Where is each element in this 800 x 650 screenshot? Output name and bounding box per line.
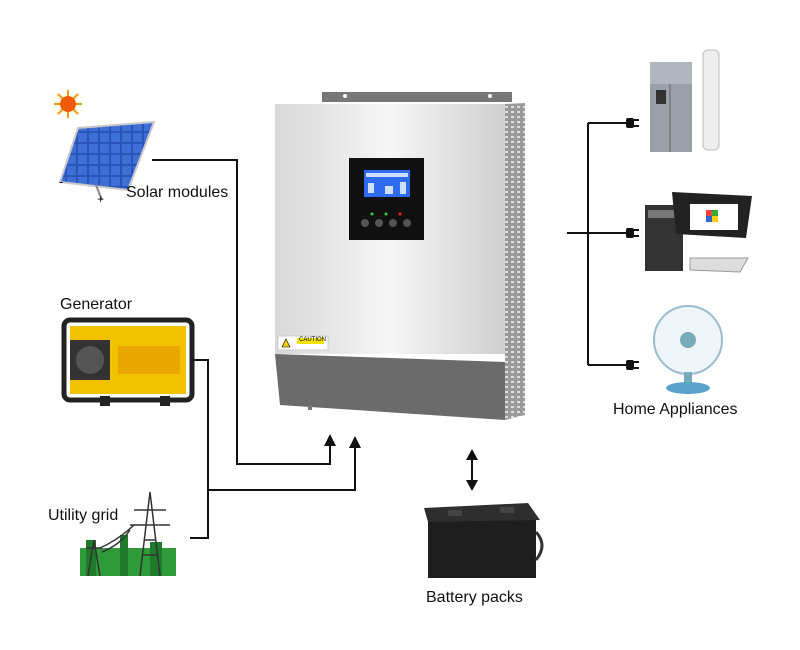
generator-grid-line	[190, 359, 209, 539]
tower-fan-icon	[702, 49, 720, 151]
battery-arrow-up	[466, 449, 478, 460]
caution-label: CAUTION	[299, 337, 326, 343]
plug-icon	[626, 360, 639, 370]
home-appliances-label: Home Appliances	[613, 401, 738, 418]
solar-line	[152, 159, 331, 465]
solar-minus-sign: -	[59, 174, 64, 189]
sun-icon	[54, 90, 82, 118]
computer-icon	[645, 192, 752, 273]
inverter-buttons	[361, 219, 411, 227]
utility-grid-label: Utility grid	[48, 507, 119, 524]
connection-lines	[152, 122, 628, 539]
ac-input-line	[208, 447, 356, 491]
solar-arrow	[324, 434, 336, 446]
arrow-heads	[324, 434, 478, 491]
battery-arrow-down	[466, 480, 478, 491]
plug-icon	[626, 118, 639, 128]
utility-grid-icon	[80, 491, 176, 577]
generator-icon	[61, 317, 195, 406]
desk-fan-icon	[653, 305, 723, 394]
plug-icon	[626, 228, 639, 238]
solar-modules-label: Solar modules	[126, 184, 229, 201]
battery-packs-label: Battery packs	[426, 589, 523, 606]
ac-input-arrow	[349, 436, 361, 448]
refrigerator-icon	[650, 62, 692, 152]
battery-icon	[424, 503, 544, 578]
solar-panel-icon	[58, 120, 156, 201]
generator-label: Generator	[60, 296, 133, 313]
solar-plus-sign: +	[97, 192, 105, 206]
plug-icons	[626, 118, 639, 370]
inverter-icon	[275, 92, 525, 420]
